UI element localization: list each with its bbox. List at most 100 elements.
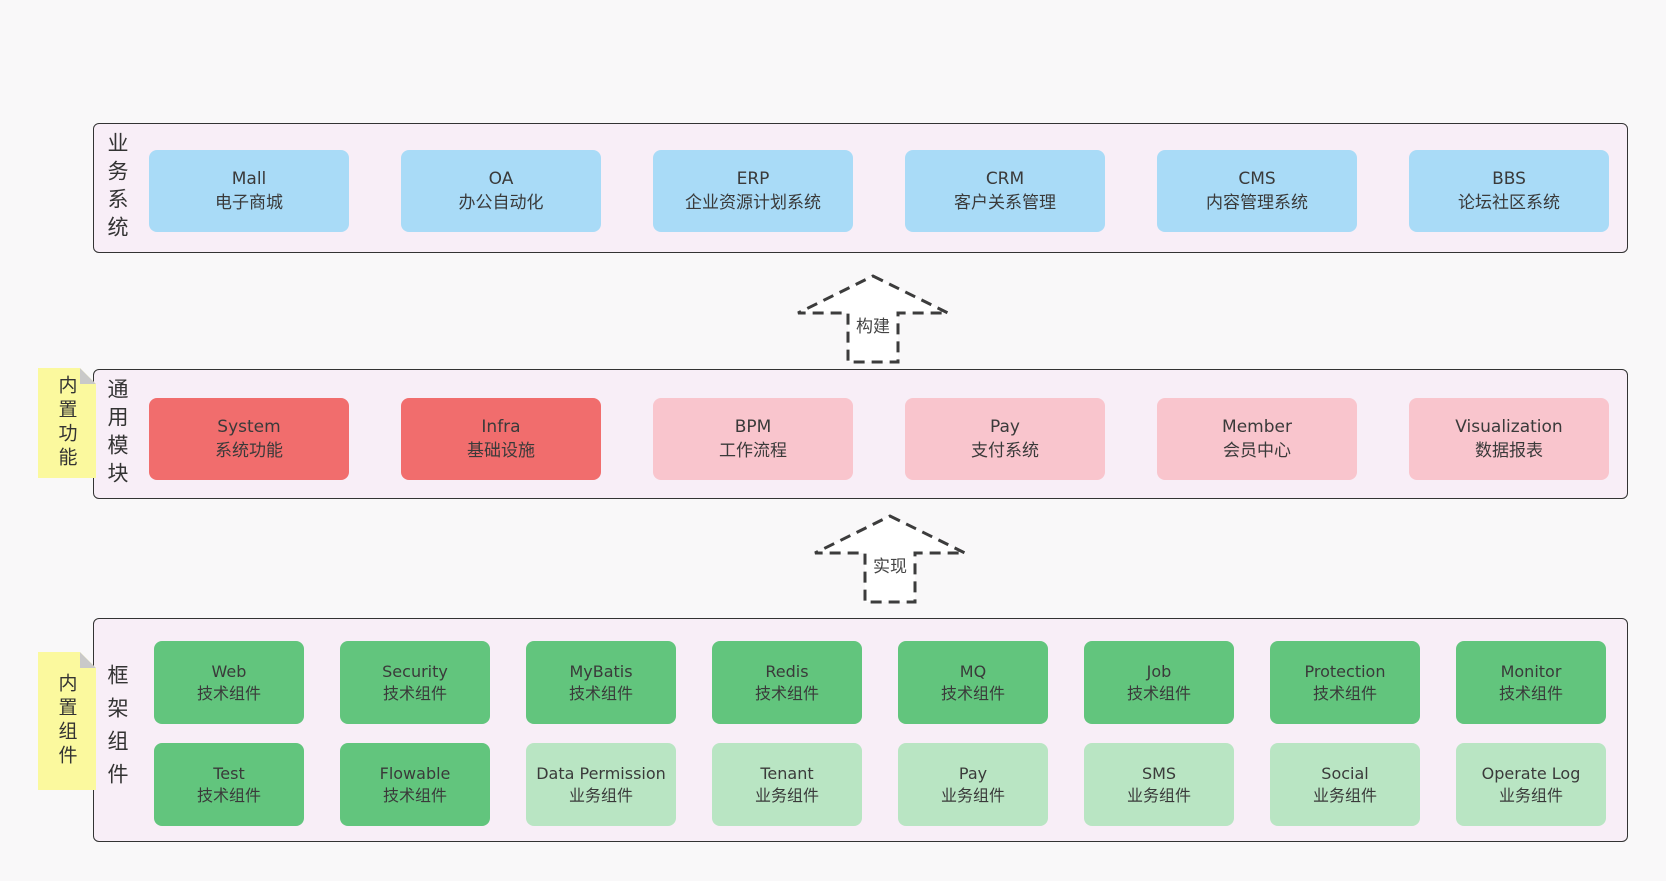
box-title: MyBatis <box>569 661 633 681</box>
box-subtitle: 技术组件 <box>196 785 261 805</box>
box-title: BBS <box>1492 168 1526 189</box>
band-label-common-modules: 通用模块 <box>105 378 129 490</box>
box-subtitle: 基础设施 <box>467 441 535 461</box>
box-title: Monitor <box>1500 661 1562 681</box>
box-title: ERP <box>736 168 770 189</box>
box-subtitle: 系统功能 <box>215 441 283 461</box>
box-subtitle: 电子商城 <box>215 193 283 213</box>
box-subtitle: 技术组件 <box>1498 683 1563 703</box>
component-box-crm: CRM 客户关系管理 <box>905 150 1105 232</box>
box-subtitle: 技术组件 <box>382 683 447 703</box>
band-label-business-systems: 业务系统 <box>105 132 129 244</box>
box-subtitle: 业务组件 <box>754 785 819 805</box>
box-title: System <box>217 416 281 437</box>
component-box-member: Member 会员中心 <box>1157 398 1357 480</box>
box-subtitle: 支付系统 <box>971 441 1039 461</box>
box-subtitle: 企业资源计划系统 <box>685 193 821 213</box>
box-title: Social <box>1321 763 1369 783</box>
box-title: Operate Log <box>1481 763 1581 783</box>
box-title: SMS <box>1141 763 1177 783</box>
box-subtitle: 业务组件 <box>1498 785 1563 805</box>
component-box-erp: ERP 企业资源计划系统 <box>653 150 853 232</box>
box-subtitle: 技术组件 <box>754 683 819 703</box>
box-title: MQ <box>959 661 987 681</box>
component-box-oa: OA 办公自动化 <box>401 150 601 232</box>
box-title: Member <box>1222 416 1292 437</box>
component-box-infra: Infra 基础设施 <box>401 398 601 480</box>
box-title: Flowable <box>379 763 451 783</box>
box-title: Test <box>213 763 245 783</box>
arrow-build-label: 构建 <box>856 317 890 337</box>
box-subtitle: 业务组件 <box>568 785 633 805</box>
box-subtitle: 技术组件 <box>568 683 633 703</box>
sticky-note-built-in-features: 内置功能 <box>38 368 96 478</box>
box-row: Mall 电子商城 OA 办公自动化 ERP 企业资源计划系统 CRM 客户关系管理 CMS 内容… <box>149 150 1609 232</box>
up-arrow-icon <box>797 274 949 364</box>
box-subtitle: 内容管理系统 <box>1206 193 1308 213</box>
box-title: Protection <box>1304 661 1386 681</box>
box-title: Data Permission <box>536 763 666 783</box>
box-subtitle: 客户关系管理 <box>954 193 1056 213</box>
box-title: Visualization <box>1455 416 1563 437</box>
box-title: Tenant <box>760 763 814 783</box>
sticky-note-label: 内置功能 <box>55 375 78 471</box>
component-box-visualization: Visualization 数据报表 <box>1409 398 1609 480</box>
component-box-system: System 系统功能 <box>149 398 349 480</box>
box-subtitle: 数据报表 <box>1475 441 1543 461</box>
box-title: Pay <box>958 763 988 783</box>
box-subtitle: 技术组件 <box>940 683 1005 703</box>
box-subtitle: 会员中心 <box>1223 441 1291 461</box>
box-subtitle: 论坛社区系统 <box>1458 193 1560 213</box>
arrow-build: 构建 <box>797 274 949 364</box>
box-title: Job <box>1146 661 1172 681</box>
box-title: Pay <box>990 416 1020 437</box>
box-title: Security <box>382 661 448 681</box>
box-title: Web <box>211 661 247 681</box>
band-business-systems: 业务系统 Mall 电子商城 OA 办公自动化 ERP 企业资源计划系统 CRM 客户关系管理… <box>93 123 1628 253</box>
sticky-note-label: 内置组件 <box>55 673 78 769</box>
band-label-framework-components: 框架组件 <box>105 664 129 796</box>
component-box-bbs: BBS 论坛社区系统 <box>1409 150 1609 232</box>
component-box-cms: CMS 内容管理系统 <box>1157 150 1357 232</box>
box-title: Infra <box>481 416 521 437</box>
box-subtitle: 技术组件 <box>1126 683 1191 703</box>
component-box-mall: Mall 电子商城 <box>149 150 349 232</box>
box-subtitle: 技术组件 <box>382 785 447 805</box>
box-title: Redis <box>765 661 809 681</box>
arrow-implement: 实现 <box>814 514 966 604</box>
box-title: CRM <box>985 168 1025 189</box>
box-subtitle: 技术组件 <box>1312 683 1377 703</box>
box-subtitle: 业务组件 <box>1312 785 1377 805</box>
box-title: OA <box>488 168 514 189</box>
box-subtitle: 办公自动化 <box>458 193 544 213</box>
up-arrow-icon <box>814 514 966 604</box>
box-title: CMS <box>1238 168 1276 189</box>
box-subtitle: 业务组件 <box>1126 785 1191 805</box>
component-box-pay: Pay 支付系统 <box>905 398 1105 480</box>
box-subtitle: 业务组件 <box>940 785 1005 805</box>
arrow-implement-label: 实现 <box>873 557 907 577</box>
box-subtitle: 工作流程 <box>719 441 787 461</box>
box-title: Mall <box>231 168 267 189</box>
